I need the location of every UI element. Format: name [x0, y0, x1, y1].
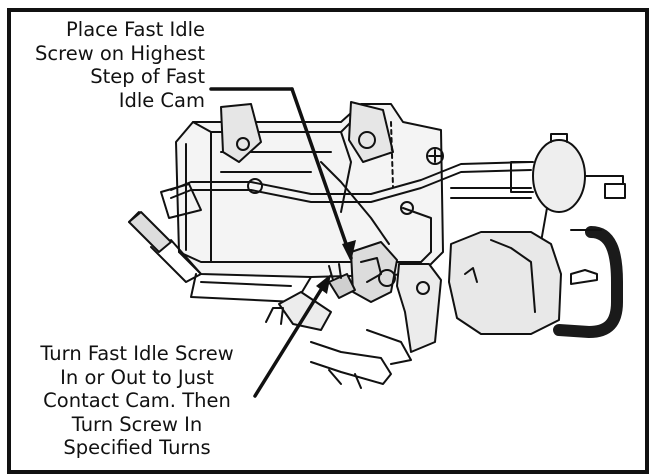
choke-housing	[448, 226, 623, 338]
fast-idle-cam	[350, 241, 442, 353]
carburetor-body	[175, 101, 444, 303]
callout-line: Idle Cam	[118, 88, 205, 112]
bottom-callout-arrowhead	[316, 274, 331, 294]
callout-line: Place Fast Idle	[66, 18, 205, 41]
top-callout-arrowhead	[342, 240, 356, 262]
throttle-lever	[265, 291, 412, 389]
callout-line: Step of Fast	[90, 65, 205, 88]
callout-line: Turn Fast Idle Screw	[40, 342, 234, 365]
callout-line: Contact Cam. Then	[43, 389, 231, 412]
callout-line: Turn Screw In	[71, 412, 203, 436]
fast-idle-screw-adjustment-label: Turn Fast Idle Screw In or Out to Just C…	[15, 342, 259, 460]
callout-line: Specified Turns	[63, 436, 211, 459]
fast-idle-screw-placement-label: Place Fast Idle Screw on Highest Step of…	[15, 18, 205, 112]
fuel-inlet-fitting	[128, 211, 202, 283]
callout-line: In or Out to Just	[60, 365, 214, 389]
bottom-callout-leader	[253, 278, 329, 398]
fast-idle-screw	[328, 263, 356, 299]
linkage-rods	[160, 161, 532, 263]
top-callout-leader-arrow	[290, 87, 353, 260]
carburetor-illustration	[128, 87, 626, 398]
vacuum-break-diaphragm	[510, 133, 626, 243]
diagram-frame: Place Fast Idle Screw on Highest Step of…	[7, 8, 649, 474]
callout-line: Screw on Highest	[35, 41, 205, 65]
